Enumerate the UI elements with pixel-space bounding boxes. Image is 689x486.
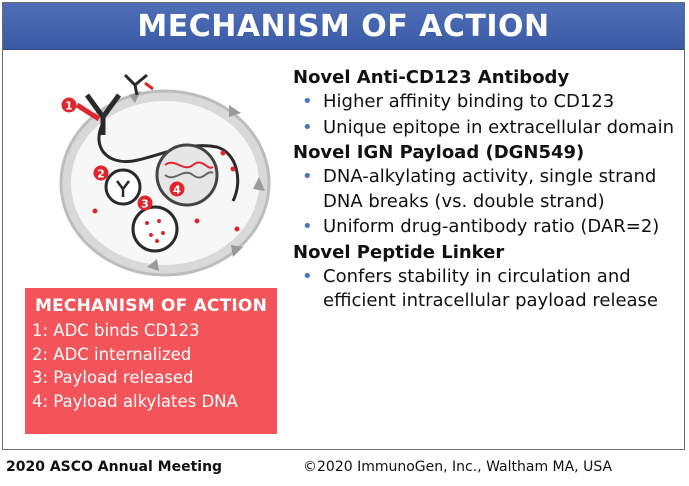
footer-meeting: 2020 ASCO Annual Meeting (6, 459, 223, 475)
legend-item: 4: Payload alkylates DNA (32, 391, 238, 411)
svg-text:3: 3 (141, 198, 149, 211)
free-antibody-icon (123, 73, 148, 96)
bullet-item: •DNA-alkylating activity, single strand … (302, 166, 657, 212)
dna-helix (164, 161, 214, 169)
bullet-icon: • (302, 216, 313, 237)
bullet-item: •Higher affinity binding to CD123 (293, 90, 678, 115)
legend-item: 2: ADC internalized (32, 344, 192, 364)
bullet-icon: • (302, 265, 313, 287)
antibody-arm (75, 102, 101, 122)
step-marker-4: 4 (169, 181, 185, 197)
payload-dot (155, 239, 159, 243)
payload-dot (234, 226, 240, 232)
payload-dot (149, 233, 153, 237)
step-marker-1: 1 (61, 97, 77, 113)
bullet-icon: • (302, 91, 313, 112)
payload-dot (145, 221, 149, 225)
bullet-item: •Confers stability in circulation and ef… (302, 265, 659, 312)
svg-text:1: 1 (65, 100, 73, 113)
payload-dot (220, 150, 226, 156)
membrane-arrow (229, 105, 241, 117)
free-antibody-arm (144, 81, 154, 91)
membrane-arrow (147, 259, 159, 271)
payload-dot (92, 208, 98, 214)
adc-in-endosome (116, 180, 130, 197)
legend-item: 1: ADC binds CD123 (32, 321, 200, 340)
bullet-item: •Unique epitope in extracellular domain (293, 116, 678, 141)
payload-dot (157, 219, 161, 223)
legend-item: 3: Payload released (32, 368, 194, 387)
payload-dot (194, 218, 200, 224)
slide-title: MECHANISM OF ACTION (3, 3, 684, 50)
step-marker-3: 3 (137, 195, 153, 211)
bullet-icon: • (302, 116, 313, 138)
bullet-icon: • (302, 166, 313, 187)
bullet-item: •Uniform drug-antibody ratio (DAR=2) (293, 215, 678, 240)
footer-copyright: ©2020 ImmunoGen, Inc., Waltham MA, USA (303, 459, 613, 475)
lysosome (131, 205, 179, 253)
svg-text:2: 2 (97, 168, 105, 181)
step-marker-2: 2 (93, 165, 109, 181)
payload-dot (230, 166, 236, 172)
slide: MECHANISM OF ACTION (2, 2, 685, 450)
section-title-payload: Novel IGN Payload (DGN549) (293, 142, 585, 163)
membrane-arrow (231, 245, 243, 257)
legend-title: MECHANISM OF ACTION (34, 296, 268, 316)
payload-dot (161, 231, 165, 235)
membrane-arrow (253, 177, 265, 191)
section-title-linker: Novel Peptide Linker (293, 241, 505, 263)
cell-mechanism-diagram: 1 2 3 4 (59, 73, 271, 277)
dna-helix (164, 171, 214, 179)
svg-text:4: 4 (173, 184, 181, 197)
mechanism-legend-box: MECHANISM OF ACTION 1: ADC binds CD123 2… (25, 288, 277, 434)
features-column: Novel Anti-CD123 Antibody •Higher affini… (293, 66, 678, 315)
section-title-antibody: Novel Anti-CD123 Antibody (293, 67, 570, 88)
